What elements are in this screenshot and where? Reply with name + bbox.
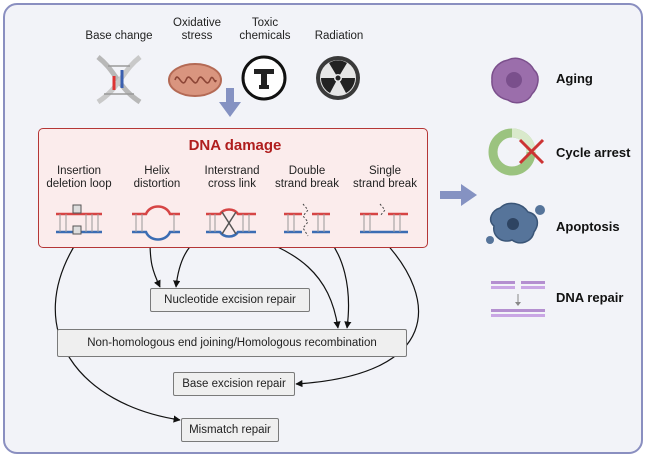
connector-ssb-to-ber <box>295 239 420 388</box>
nhej-homologous-recombination-box: Non-homologous end joining/Homologous re… <box>57 329 407 357</box>
causes-to-damage-arrow <box>219 88 241 117</box>
insertion-deletion-loop-icon <box>56 204 102 235</box>
radiation-icon <box>316 56 360 100</box>
outcome-label-apoptosis: Apoptosis <box>556 219 620 234</box>
toxic-chemical-icon <box>241 55 287 101</box>
cause-label-base-change: Base change <box>85 30 153 42</box>
base-excision-repair-box: Base excision repair <box>173 372 295 396</box>
mitochondrion-icon <box>168 63 222 97</box>
helix-distortion-icon <box>132 205 180 241</box>
outcome-label-aging: Aging <box>556 71 593 86</box>
connector-loop-to-mismatch <box>54 239 181 423</box>
cause-label-radiation: Radiation <box>314 30 364 42</box>
mismatch-repair-box: Mismatch repair <box>181 418 279 442</box>
aging-cell-icon <box>491 57 539 104</box>
cell-cycle-arrest-icon <box>488 128 545 176</box>
damage-to-outcomes-arrow <box>440 184 477 206</box>
double-strand-break-icon <box>284 203 330 237</box>
interstrand-cross-link-icon <box>206 208 256 238</box>
nucleotide-excision-repair-box: Nucleotide excision repair <box>150 288 310 312</box>
dna-repair-icon <box>491 281 545 317</box>
apoptotic-cell-icon <box>486 202 545 244</box>
dna-helix-icon <box>96 55 142 105</box>
dna-damage-title: DNA damage <box>188 137 282 154</box>
single-strand-break-icon <box>360 203 408 234</box>
outcome-label-dna-repair: DNA repair <box>556 290 624 305</box>
outcome-label-cycle-arrest: Cycle arrest <box>556 145 631 160</box>
